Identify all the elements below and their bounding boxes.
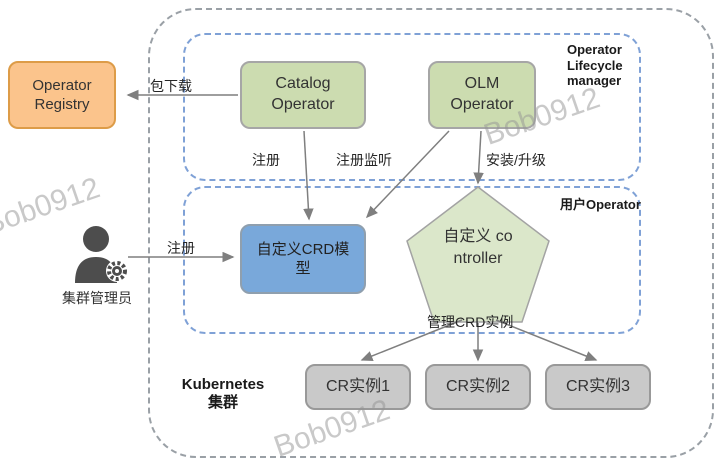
node-controller-label: 自定义 controller xyxy=(443,228,513,267)
edge-label-admin-register: 注册 xyxy=(167,240,195,256)
node-cr-instance-3: CR实例3 xyxy=(545,364,651,410)
edge-label-register: 注册 xyxy=(252,152,280,168)
node-crd-model: 自定义CRD模型 xyxy=(240,224,366,294)
arrow-manage-cr1 xyxy=(360,319,463,361)
node-olm-operator: OLM Operator xyxy=(428,61,536,129)
user-operator-group xyxy=(183,186,641,334)
edge-label-register-listen: 注册监听 xyxy=(336,152,392,168)
admin-label: 集群管理员 xyxy=(62,290,132,306)
node-cr-instance-2: CR实例2 xyxy=(425,364,531,410)
node-cr-instance-1: CR实例1 xyxy=(305,364,411,410)
user-group-label: 用户Operator xyxy=(560,197,641,212)
arrow-register-listen xyxy=(365,130,450,219)
olm-group xyxy=(183,33,641,181)
node-catalog-operator: Catalog Operator xyxy=(240,61,366,129)
arrow-manage-cr3 xyxy=(495,319,598,361)
kubernetes-cluster-group xyxy=(148,8,714,458)
edge-label-manage-cr: 管理CRD实例 xyxy=(427,314,514,330)
arrow-install-upgrade xyxy=(473,130,484,185)
arrow-register xyxy=(303,130,314,221)
olm-group-label: Operator Lifecycle manager xyxy=(567,42,623,89)
edge-label-install-upgrade: 安装/升级 xyxy=(486,152,546,168)
admin-person-icon xyxy=(75,226,128,283)
controller-pentagon xyxy=(406,186,550,323)
arrow-lines xyxy=(126,89,598,362)
edge-label-download: 包下载 xyxy=(150,78,192,94)
node-operator-registry: Operator Registry xyxy=(8,61,116,129)
kubernetes-group-label: Kubernetes 集群 xyxy=(181,376,265,411)
